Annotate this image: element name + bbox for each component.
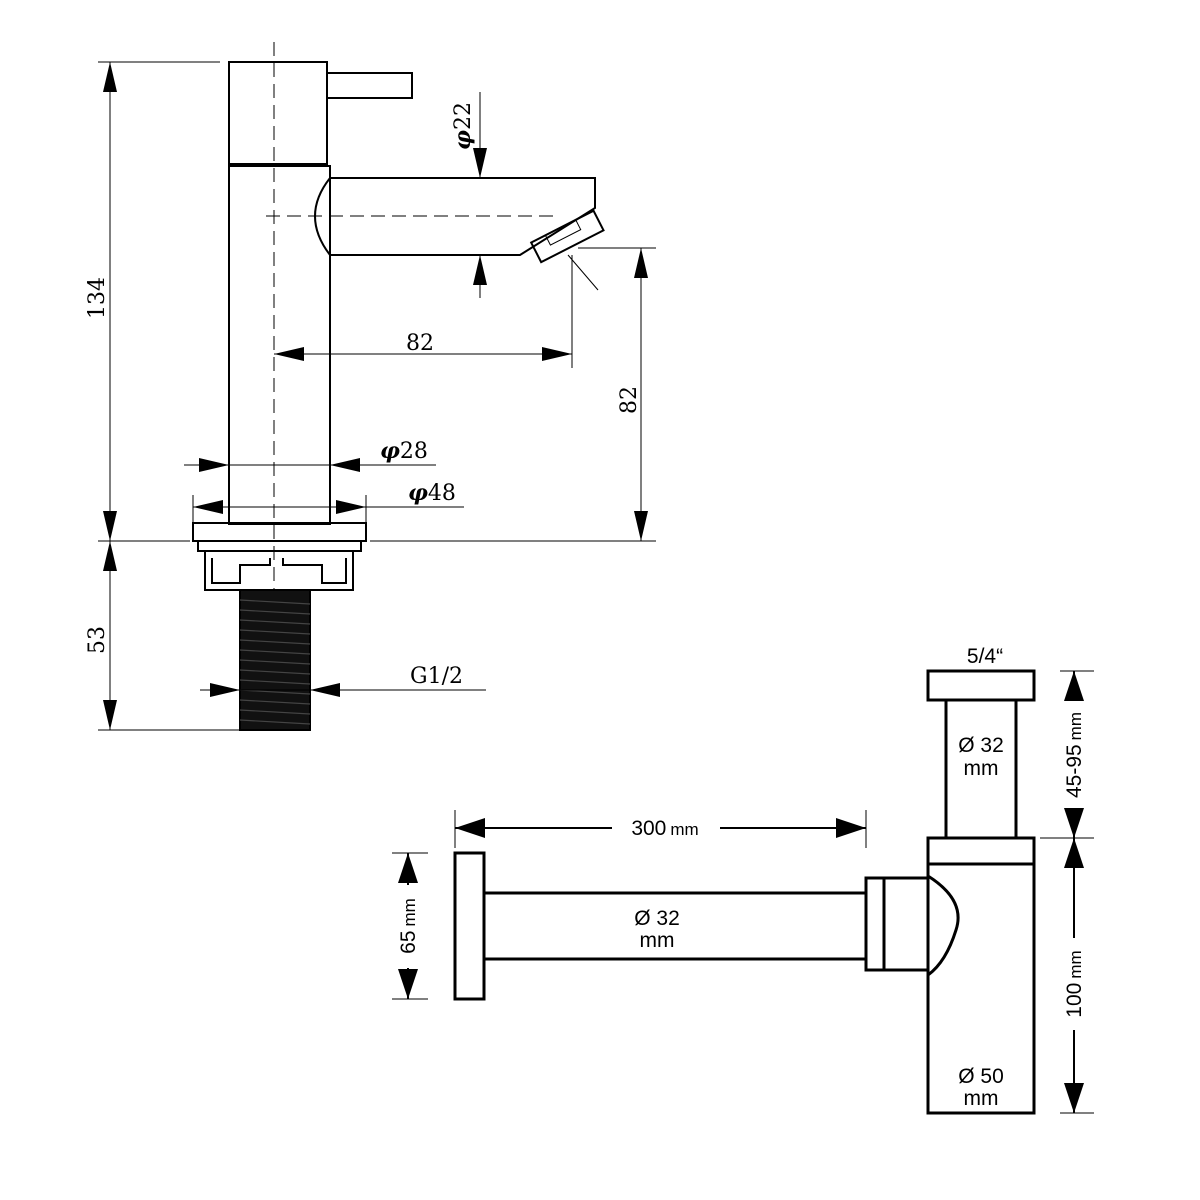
trap-outlet-nut [882,876,930,972]
arrow [199,458,229,472]
trap-outlet-nut-ring [864,876,886,972]
trap-bottle-unit: mm [964,1087,999,1110]
arrow [210,683,240,697]
arrow [103,541,117,571]
arrow [1064,671,1084,701]
arrow [330,458,360,472]
arrow [1064,808,1084,838]
diameter-symbol: φ [408,480,428,506]
dim-body-diameter-value: 28 [400,439,428,464]
arrow [1064,1083,1084,1113]
arrow [398,969,418,999]
arrow [634,511,648,541]
arrow [473,148,487,178]
arrow [274,347,304,361]
arrow [473,255,487,285]
dim-bottle-height-unit: mm [1066,950,1085,978]
dim-body-diameter: φ28 [380,438,428,464]
trap-inlet-nut [926,669,1036,702]
dim-spout-height: 82 [617,386,642,414]
arrow [836,818,866,838]
faucet-mounting-nut [204,551,354,591]
dim-wall-pipe-length-unit: mm [670,820,698,839]
faucet-drawing: 134 53 φ22 82 82 φ28 [85,42,656,735]
dim-wall-flange-height-value: 65 [397,930,420,953]
arrow [398,853,418,883]
diameter-symbol: φ [450,130,476,150]
arrow [1064,838,1084,868]
arrow [103,511,117,541]
dim-adjustable-height-unit: mm [1066,712,1085,740]
arrow [193,500,223,514]
arrow [455,818,485,838]
arrow [310,683,340,697]
faucet-base-ring [197,540,362,552]
dim-wall-pipe-length-value: 300 [631,817,666,840]
faucet-spout [314,177,596,256]
dim-adjustable-height: 45-95 mm [1063,712,1086,798]
faucet-aerator [529,209,605,264]
dim-spout-reach: 82 [406,331,434,356]
trap-horizontal-pipe-diameter: Ø 32 [634,907,680,930]
dim-base-diameter-value: 48 [428,481,456,506]
faucet-handle-cap [228,61,328,165]
faucet-lever [326,72,413,99]
dim-bottle-height-value: 100 [1063,983,1086,1018]
dim-shank-length: 53 [85,626,110,654]
dim-thread-size: G1/2 [410,664,463,689]
trap-outlet-bulge [927,874,960,977]
trap-horizontal-pipe-unit: mm [640,929,675,952]
dim-wall-flange-height-unit: mm [400,898,419,926]
dim-total-height: 134 [85,277,110,319]
trap-bottle-body [926,864,1036,1115]
arrow [336,500,366,514]
dim-adjustable-height-value: 45-95 [1063,744,1086,798]
arrow [103,700,117,730]
trap-bottle-nut [926,836,1036,866]
faucet-base-flange [192,522,367,542]
trap-inlet-thread: 5/4“ [967,645,1003,668]
trap-bottle-diameter: Ø 50 [958,1065,1004,1088]
aerator-axis [567,254,599,291]
trap-upper-pipe-unit: mm [964,757,999,780]
dim-base-diameter: φ48 [408,480,456,506]
dim-spout-diameter: φ22 [450,102,476,150]
trap-upper-pipe-diameter: Ø 32 [958,734,1004,757]
trap-wall-flange [453,851,486,1001]
arrow [542,347,572,361]
dim-bottle-height: 100 mm [1063,950,1086,1017]
dim-spout-diameter-value: 22 [451,102,476,130]
arrow [634,248,648,278]
diameter-symbol: φ [380,438,400,464]
dim-wall-flange-height: 65 mm [397,898,420,954]
arrow [103,62,117,92]
thread-lines [239,599,311,725]
